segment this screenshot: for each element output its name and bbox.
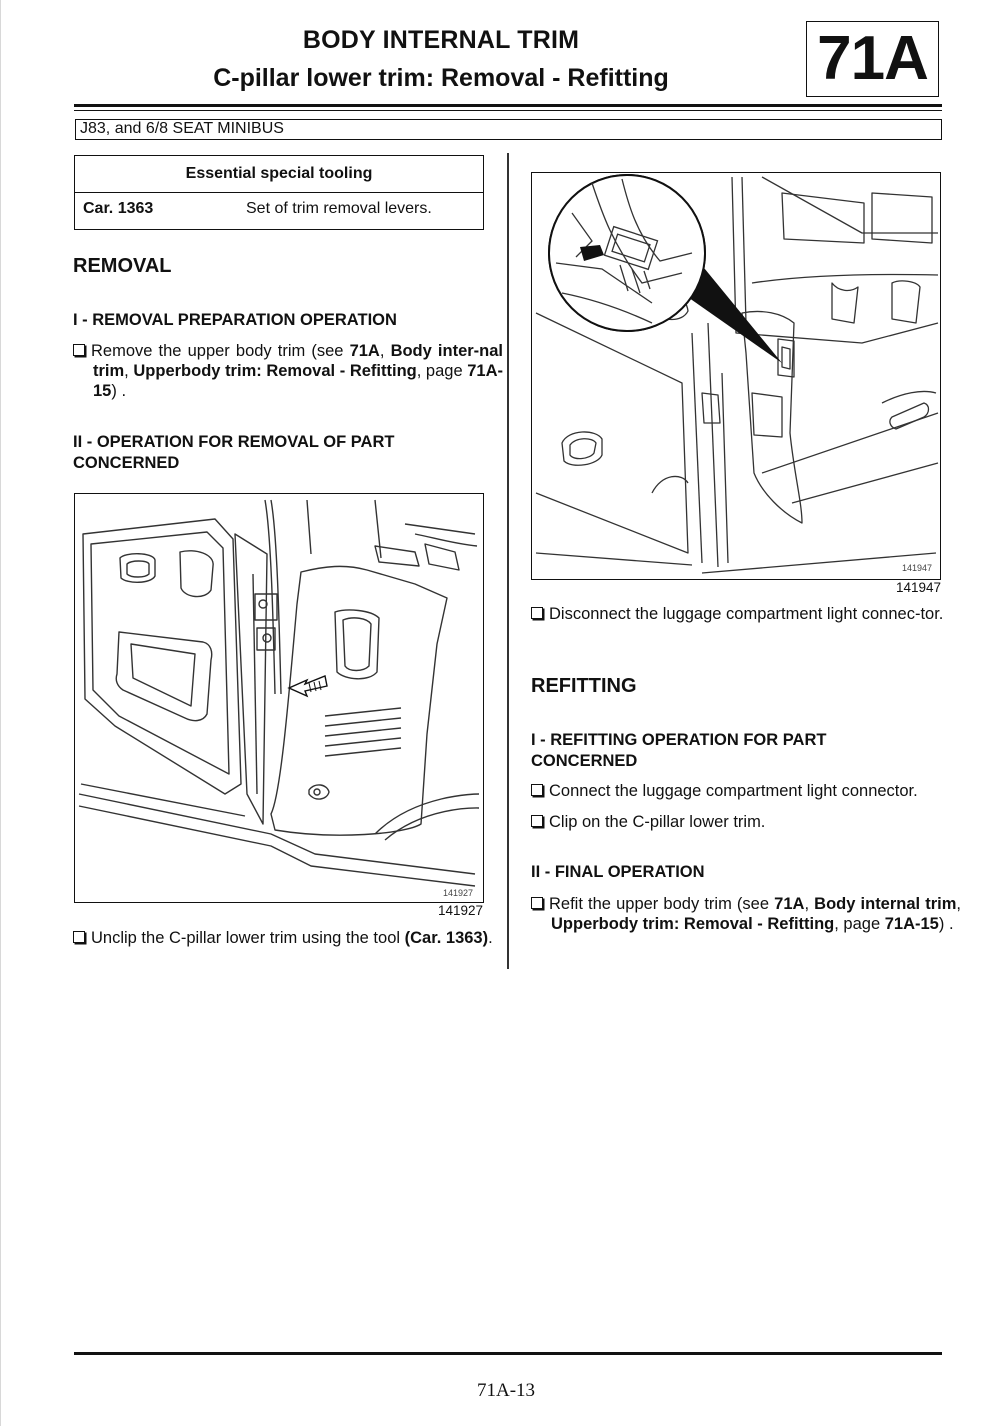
- tooling-description: Set of trim removal levers.: [246, 200, 432, 217]
- vehicle-applicability: J83, and 6/8 SEAT MINIBUS: [75, 119, 942, 140]
- tooling-table-header: Essential special tooling: [75, 156, 483, 193]
- checkbox-bullet-icon: [531, 897, 543, 909]
- removal-step2-instruction: Unclip the C-pillar lower trim using the…: [73, 928, 503, 948]
- c-pillar-trim-illustration: 141927: [78, 499, 480, 898]
- refitting-heading: REFITTING: [531, 675, 637, 697]
- refitting-step2-heading: II - FINAL OPERATION: [531, 863, 705, 881]
- section-title: BODY INTERNAL TRIM: [302, 26, 580, 54]
- page-number: 71A-13: [476, 1380, 536, 1401]
- checkbox-bullet-icon: [531, 815, 543, 827]
- figure1-inner-number: 141927: [443, 888, 473, 898]
- page-subtitle: C-pillar lower trim: Removal - Refitting: [213, 64, 669, 92]
- tooling-table: Essential special tooling Car. 1363 Set …: [74, 155, 484, 230]
- figure-c-pillar-trim-removal: 141927: [74, 493, 484, 903]
- refitting-step1-heading: I - REFITTING OPERATION FOR PART CONCERN…: [531, 731, 827, 770]
- refitting-item-connect: Connect the luggage compartment light co…: [531, 781, 961, 801]
- column-divider: [507, 153, 509, 969]
- checkbox-bullet-icon: [73, 931, 85, 943]
- figure1-number: 141927: [437, 903, 483, 918]
- refitting-step2-instruction: Refit the upper body trim (see 71A, Body…: [531, 894, 961, 934]
- luggage-light-illustration: 141947: [535, 174, 939, 574]
- figure2-number: 141947: [895, 580, 941, 595]
- footer-rule: [74, 1352, 942, 1355]
- disconnect-instruction: Disconnect the luggage compartment light…: [531, 604, 961, 624]
- removal-step1-instruction: Remove the upper body trim (see 71A, Bod…: [73, 341, 503, 401]
- removal-step1-heading: I - REMOVAL PREPARATION OPERATION: [73, 311, 397, 329]
- checkbox-bullet-icon: [531, 607, 543, 619]
- removal-step2-heading: II - OPERATION FOR REMOVAL OF PART CONCE…: [73, 433, 395, 472]
- header-rule-thin: [74, 110, 942, 111]
- figure2-inner-number: 141947: [902, 563, 932, 573]
- section-code-box: 71A: [806, 21, 939, 97]
- figure-luggage-light-connector: 141947: [531, 172, 941, 580]
- checkbox-bullet-icon: [531, 784, 543, 796]
- checkbox-bullet-icon: [73, 344, 85, 356]
- refitting-item-clip: Clip on the C-pillar lower trim.: [531, 812, 961, 832]
- removal-heading: REMOVAL: [73, 255, 172, 277]
- header-rule-thick: [74, 104, 942, 107]
- tooling-ref: Car. 1363: [83, 200, 154, 217]
